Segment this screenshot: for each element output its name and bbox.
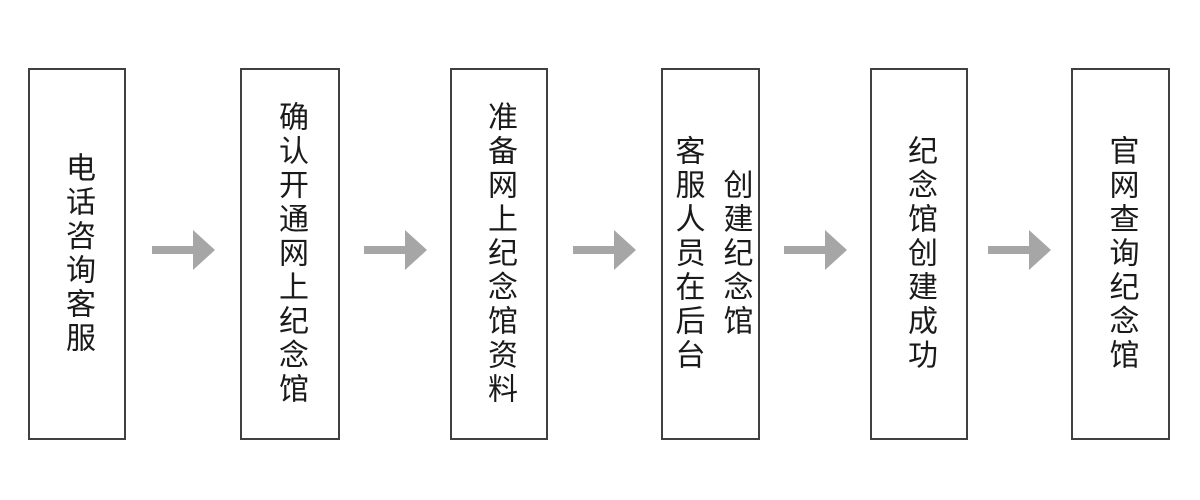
flow-step-label-4: 客服人员在后台 创建纪念馆	[670, 135, 752, 373]
right-arrow-icon	[988, 230, 1051, 270]
right-arrow-icon	[573, 230, 636, 270]
flow-step-box-1: 电话咨询客服	[28, 68, 126, 440]
flow-step-label-5: 纪念馆创建成功	[903, 135, 936, 373]
flow-step-box-3: 准备网上纪念馆资料	[450, 68, 548, 440]
flow-step-label-1: 电话咨询客服	[61, 152, 94, 356]
flow-step-label-3: 准备网上纪念馆资料	[483, 101, 516, 407]
flow-step-box-4: 客服人员在后台 创建纪念馆	[661, 68, 760, 440]
flow-step-label-2: 确认开通网上纪念馆	[274, 101, 307, 407]
flow-step-box-6: 官网查询纪念馆	[1071, 68, 1170, 440]
flow-step-box-5: 纪念馆创建成功	[870, 68, 968, 440]
flow-step-label-6: 官网查询纪念馆	[1104, 135, 1138, 373]
right-arrow-icon	[152, 230, 215, 270]
flow-step-box-2: 确认开通网上纪念馆	[240, 68, 340, 440]
right-arrow-icon	[784, 230, 847, 270]
right-arrow-icon	[364, 230, 427, 270]
